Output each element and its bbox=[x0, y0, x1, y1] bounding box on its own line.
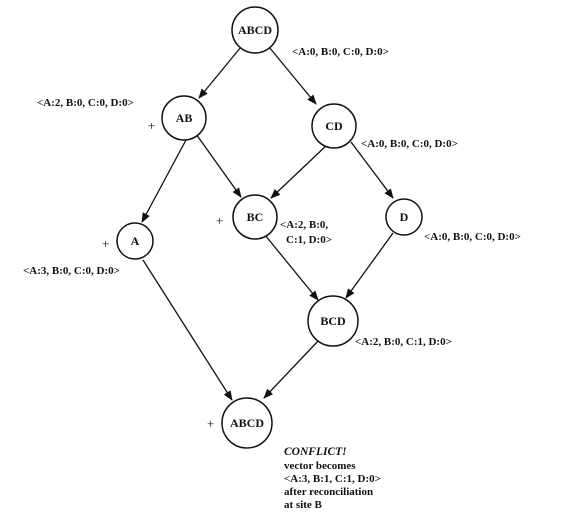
conflict-line-3: after reconciliation bbox=[284, 486, 373, 498]
vector-label-top-abcd: <A:0, B:0, C:0, D:0> bbox=[292, 46, 389, 58]
node-label-bcd: BCD bbox=[320, 314, 346, 328]
edge-bc-to-bcd bbox=[264, 234, 319, 301]
plus-mark-ab: + bbox=[148, 118, 155, 133]
edge-ab-to-bc bbox=[195, 133, 242, 198]
node-bcd bbox=[307, 295, 359, 347]
node-label-bottom-abcd: ABCD bbox=[230, 416, 264, 430]
edge-abcd-to-ab bbox=[198, 46, 242, 99]
vector-label-bcd: <A:2, B:0, C:1, D:0> bbox=[355, 336, 452, 348]
node-label-cd: CD bbox=[325, 119, 343, 133]
edge-abcd-to-cd bbox=[268, 46, 317, 105]
vector-label-d: <A:0, B:0, C:0, D:0> bbox=[424, 231, 521, 243]
node-label-ab: AB bbox=[176, 111, 193, 125]
node-ab bbox=[161, 95, 207, 141]
node-label-bc: BC bbox=[247, 210, 264, 224]
plus-mark-a: + bbox=[102, 236, 109, 251]
vector-label-bc-line1: <A:2, B:0, bbox=[280, 219, 328, 231]
node-d bbox=[385, 198, 423, 236]
vector-label-ab: <A:2, B:0, C:0, D:0> bbox=[37, 97, 134, 109]
node-a bbox=[116, 222, 154, 260]
vector-label-cd: <A:0, B:0, C:0, D:0> bbox=[361, 138, 458, 150]
edge-d-to-bcd bbox=[345, 232, 394, 299]
nodes bbox=[116, 6, 423, 449]
conflict-line-2: <A:3, B:1, C:1, D:0> bbox=[284, 473, 381, 485]
plus-mark-bc: + bbox=[216, 213, 223, 228]
vector-label-a: <A:3, B:0, C:0, D:0> bbox=[23, 265, 120, 277]
node-bc bbox=[232, 194, 278, 240]
conflict-note: CONFLICT! vector becomes <A:3, B:1, C:1,… bbox=[284, 446, 381, 511]
node-label-top-abcd: ABCD bbox=[238, 23, 272, 37]
edge-bcd-to-abcd bbox=[263, 339, 320, 399]
node-label-d: D bbox=[400, 210, 409, 224]
edge-a-to-abcd bbox=[142, 259, 233, 401]
node-top-abcd bbox=[231, 6, 279, 54]
conflict-title: CONFLICT! bbox=[284, 446, 347, 458]
conflict-line-4: at site B bbox=[284, 499, 323, 511]
edge-ab-to-a bbox=[141, 139, 187, 223]
node-bottom-abcd bbox=[221, 397, 273, 449]
edge-cd-to-d bbox=[350, 141, 394, 199]
plus-mark-bottom-abcd: + bbox=[207, 416, 214, 431]
node-label-a: A bbox=[131, 234, 140, 248]
vector-label-bc-line2: C:1, D:0> bbox=[286, 234, 332, 246]
edge-cd-to-bc bbox=[270, 143, 329, 199]
node-cd bbox=[311, 103, 357, 149]
edges bbox=[141, 46, 394, 401]
conflict-line-1: vector becomes bbox=[284, 460, 356, 472]
